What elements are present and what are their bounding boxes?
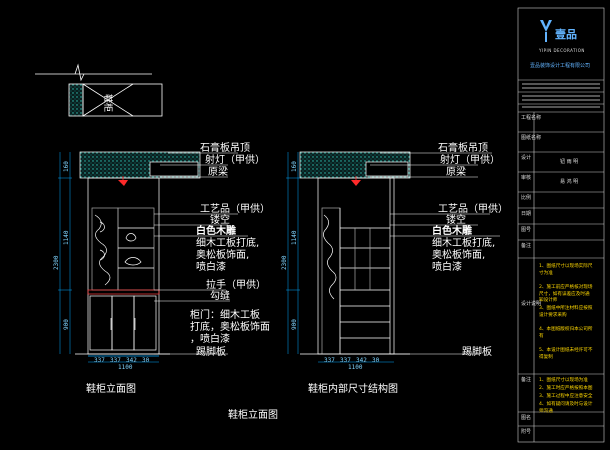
left-inner-height-c: 900: [63, 319, 70, 330]
right-elevation-label: 白色木雕: [432, 226, 472, 237]
left-inner-height-b: 1140: [63, 230, 70, 245]
bottom-dimension-value: 342: [356, 357, 367, 364]
designer-field: 钮 雨 明: [560, 159, 579, 165]
title-block-row-label: 图名: [521, 415, 532, 421]
brand-logo: [540, 20, 552, 42]
left-elevation-label: 石膏板吊顶: [200, 143, 250, 154]
left-elevation-label: 工艺品（甲供）: [200, 204, 270, 215]
left-total-width: 1100: [118, 364, 133, 371]
left-elevation-label: 射灯（甲供）: [205, 155, 265, 166]
left-elevation-label: 勾缝: [210, 291, 230, 302]
left-elevation-label: 柜门：细木工板: [190, 310, 260, 321]
left-caption: 鞋柜立面图: [86, 384, 136, 395]
title-block-row-label: 备注: [521, 377, 532, 383]
left-elevation-label: 镂空: [210, 215, 230, 226]
brand-name: 壹品: [555, 28, 577, 41]
right-caption: 鞋柜内部尺寸结构图: [308, 384, 398, 395]
right-elevation-label: 细木工板打底,: [432, 238, 496, 249]
title-block-frame: [517, 7, 605, 443]
bottom-dimension-value: 337: [340, 357, 351, 364]
design-note-item: 2、施工前应严格核对现场尺寸，如有误差应及时通知设计师: [539, 285, 593, 304]
right-elevation-label: 工艺品（甲供）: [438, 204, 508, 215]
title-block-row-label: 设计: [521, 155, 532, 161]
right-inner-height-c: 900: [291, 319, 298, 330]
bottom-dimension-value: 337: [324, 357, 335, 364]
detail-tag: 鞋柜: [102, 94, 112, 113]
right-elevation-label: 射灯（甲供）: [440, 155, 500, 166]
reviewer-field: 易 鸿 明: [560, 179, 579, 185]
lower-note-item: 1、图纸尺寸以现场为准: [539, 378, 588, 383]
left-elevation-drawing: [75, 151, 201, 357]
lower-note-item: 2、施工时应严格按照本图: [539, 386, 593, 391]
bottom-dimension-value: 337: [110, 357, 121, 364]
title-block-row-label: 工程名称: [521, 115, 542, 121]
left-inner-height-a: 160: [63, 161, 70, 172]
bottom-dimension-value: 337: [94, 357, 105, 364]
left-leader-lines: [154, 152, 248, 355]
right-elevation-label: 原梁: [446, 167, 466, 178]
design-note-item: 3、图纸中所注材料应按照设计要求采购: [539, 306, 593, 318]
right-elevation-label: 镂空: [446, 215, 466, 226]
left-elevation-label: 原梁: [208, 167, 228, 178]
bottom-dimension-value: 30: [142, 357, 150, 364]
title-block-row-label: 图号: [521, 227, 532, 233]
left-outer-height: 2300: [53, 255, 60, 270]
right-elevation-label: 踢脚板: [462, 347, 492, 358]
right-outer-height: 2300: [281, 255, 288, 270]
detail-section: [35, 63, 163, 117]
left-elevation-label: 奥松板饰面,: [196, 250, 250, 261]
title-block-row-label: 比例: [521, 195, 532, 201]
lower-note-item: 3、施工过程中应注意安全: [539, 394, 593, 399]
left-elevation-label: ，喷白漆: [190, 334, 230, 345]
company-name: 壹品装饰设计工程有限公司: [530, 63, 591, 69]
stripe-rows: [522, 83, 600, 108]
title-block-row-label: 审核: [521, 175, 532, 181]
right-dimension-lines: [286, 152, 394, 363]
right-spotlight: [351, 176, 361, 186]
left-elevation-label: 拉手（甲供）: [206, 280, 266, 291]
right-inner-height-b: 1140: [291, 230, 298, 245]
right-total-width: 1100: [348, 364, 363, 371]
design-note-item: 5、本设计图纸未经许可不得复制: [539, 348, 593, 360]
title-block-row-label: 日期: [521, 211, 532, 217]
right-leader-lines: [370, 152, 500, 355]
right-elevation-label: 石膏板吊顶: [438, 143, 488, 154]
right-elevation-label: 奥松板饰面,: [432, 250, 486, 261]
right-elevation-label: 喷白漆: [432, 262, 462, 273]
brand-subtitle: YIPIN DECORATION: [539, 48, 585, 53]
bottom-dimension-value: 342: [126, 357, 137, 364]
design-note-item: 1、图纸尺寸以现场实际尺寸为准: [539, 264, 593, 276]
left-dimension-lines: [58, 152, 159, 363]
title-block-row-label: 备注: [521, 243, 532, 249]
design-note-item: 4、本图纸版权归本公司所有: [539, 327, 593, 339]
left-elevation-label: 踢脚板: [196, 347, 226, 358]
left-elevation-label: 打底，奥松板饰面: [190, 322, 270, 333]
lower-note-item: 4、如有疑问请及时与设计师沟通: [539, 402, 593, 414]
left-elevation-label: 白色木雕: [196, 226, 236, 237]
title-block-row-label: 设计说明: [521, 301, 542, 307]
right-inner-height-a: 160: [291, 161, 298, 172]
left-elevation-label: 喷白漆: [196, 262, 226, 273]
left-elevation-label: 细木工板打底,: [196, 238, 260, 249]
title-block-row-label: 附号: [521, 429, 532, 435]
bottom-dimension-value: 30: [372, 357, 380, 364]
title-block-row-label: 图纸名称: [521, 135, 542, 141]
left-spotlight: [118, 176, 128, 186]
sheet-title: 鞋柜立面图: [228, 410, 278, 421]
